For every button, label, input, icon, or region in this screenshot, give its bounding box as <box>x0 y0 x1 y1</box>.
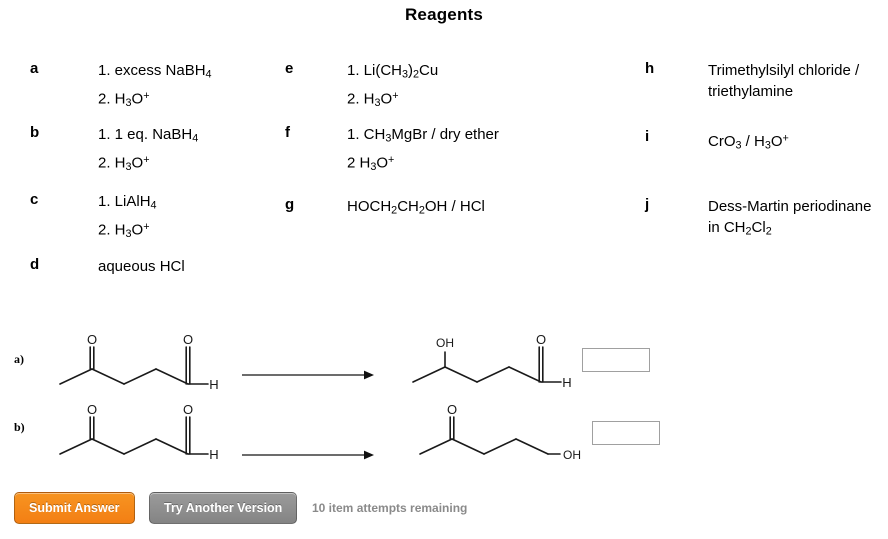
reagent-text-c: 1. LiAlH4 2. H3O+ <box>98 191 157 245</box>
reaction-row-b: b) O O H <box>0 398 888 468</box>
footer-controls: Submit Answer Try Another Version 10 ite… <box>0 488 888 539</box>
reagent-line-1: 1. 1 eq. NaBH4 <box>98 126 199 145</box>
reagent-line-1: aqueous HCl <box>98 258 185 275</box>
reagent-letter-j: j <box>645 196 650 213</box>
reagent-letter-h: h <box>645 60 655 77</box>
aldehyde-oxygen-label: O <box>183 402 193 417</box>
answer-input-b[interactable] <box>592 421 660 445</box>
reagent-line-1: Dess-Martin periodinane <box>708 198 872 215</box>
carbonyl-oxygen-label: O <box>87 402 97 417</box>
hydroxyl-label: OH <box>563 448 581 462</box>
aldehyde-oxygen-label: O <box>536 334 546 347</box>
reagent-letter-e: e <box>285 60 294 77</box>
reagent-line-2: 2. H3O+ <box>98 153 150 173</box>
reagent-line-2: triethylamine <box>708 83 794 100</box>
reagent-letter-d: d <box>30 256 40 273</box>
reagent-line-1: 1. Li(CH3)2Cu <box>347 62 439 81</box>
submit-answer-button[interactable]: Submit Answer <box>14 492 135 524</box>
reagent-line-1: Trimethylsilyl chloride / <box>708 62 860 79</box>
reagent-text-b: 1. 1 eq. NaBH4 2. H3O+ <box>98 124 198 178</box>
reagent-text-h: Trimethylsilyl chloride / triethylamine <box>708 60 888 102</box>
reagent-text-j: Dess-Martin periodinane in CH2Cl2 <box>708 196 888 243</box>
reagent-letter-f: f <box>285 124 290 141</box>
product-structure-a: OH O H <box>405 332 575 401</box>
attempts-remaining-text: 10 item attempts remaining <box>312 501 468 515</box>
aldehyde-hydrogen-label: H <box>209 377 218 392</box>
aldehyde-hydrogen-label: H <box>562 375 571 390</box>
reagent-letter-c: c <box>30 191 39 208</box>
hydroxyl-label: OH <box>436 336 454 350</box>
reagent-line-1: 1. CH3MgBr / dry ether <box>347 126 499 145</box>
ketone-oxygen-label: O <box>447 402 457 417</box>
product-structure-b: O OH <box>412 402 587 473</box>
reactant-structure-b: O O H <box>52 402 222 473</box>
reagent-line-2: in CH2Cl2 <box>708 219 772 238</box>
reagent-line-2: 2 H3O+ <box>347 153 395 173</box>
try-another-version-button[interactable]: Try Another Version <box>149 492 298 524</box>
reagent-text-a: 1. excess NaBH4 2. H3O+ <box>98 60 212 114</box>
reaction-label-a: a) <box>14 352 24 366</box>
reagent-text-g: HOCH2CH2OH / HCl <box>347 196 485 222</box>
reagent-text-f: 1. CH3MgBr / dry ether 2 H3O+ <box>347 124 499 178</box>
reagent-text-d: aqueous HCl <box>98 256 185 277</box>
reagent-line-2: 2. H3O+ <box>347 89 399 109</box>
reactant-structure-a: O O H <box>52 332 222 403</box>
page-title: Reagents <box>404 5 484 24</box>
aldehyde-hydrogen-label: H <box>209 447 218 462</box>
reagent-letter-b: b <box>30 124 40 141</box>
reagent-line-1: 1. excess NaBH4 <box>98 62 212 81</box>
reagent-line-2: 2. H3O+ <box>98 89 150 109</box>
reaction-arrow-a <box>242 368 374 386</box>
reagent-text-i: CrO3 / H3O+ <box>708 128 888 156</box>
reagent-text-e: 1. Li(CH3)2Cu 2. H3O+ <box>347 60 438 114</box>
reagent-line-1: CrO3 / H3O+ <box>708 132 789 152</box>
reaction-arrow-b <box>242 448 374 466</box>
carbonyl-oxygen-label: O <box>87 332 97 347</box>
reagent-letter-i: i <box>645 128 650 145</box>
reagent-letter-g: g <box>285 196 295 213</box>
reagents-table: a 1. excess NaBH4 2. H3O+ b 1. 1 eq. NaB… <box>0 48 888 293</box>
aldehyde-oxygen-label: O <box>183 332 193 347</box>
reagent-line-1: HOCH2CH2OH / HCl <box>347 198 485 217</box>
reagent-line-1: 1. LiAlH4 <box>98 193 157 212</box>
answer-input-a[interactable] <box>582 348 650 372</box>
reaction-row-a: a) O O H <box>0 330 888 400</box>
reagent-letter-a: a <box>30 60 39 77</box>
reaction-label-b: b) <box>14 420 25 434</box>
reagent-line-2: 2. H3O+ <box>98 220 150 240</box>
